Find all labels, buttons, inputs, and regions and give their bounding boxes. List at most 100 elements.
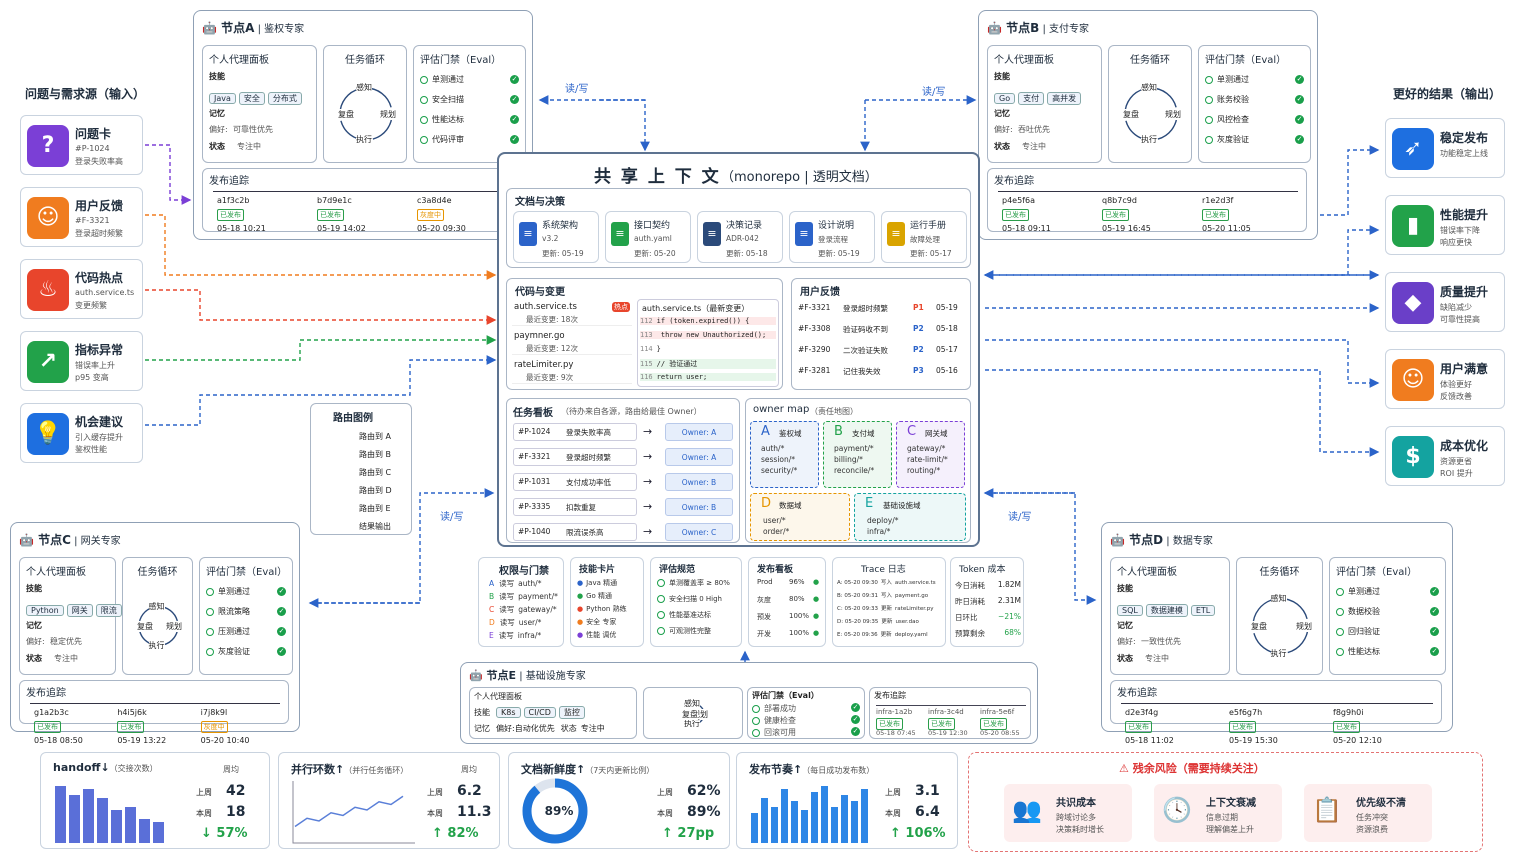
owner-chip: Owner: C — [665, 523, 733, 541]
metric-col: 周均 — [223, 765, 239, 774]
metric-arrow: ↑ — [793, 763, 803, 776]
release-status: 已发布 — [34, 721, 61, 733]
line-code: } — [656, 345, 661, 353]
skills-label: 技能 — [474, 708, 490, 717]
token-value: 68% — [1004, 628, 1021, 637]
evalrule-row: 安全扫描 0 High — [657, 594, 722, 604]
loop-circle-icon — [339, 87, 393, 141]
metric-bar — [821, 786, 828, 843]
skill-card: 技能卡片●Java 精通●Go 精通●Python 熟练●安全 专家●性能 调优 — [570, 557, 644, 647]
release-status: 已发布 — [1125, 721, 1152, 733]
line-no: 115 — [640, 360, 653, 368]
eval-item: 账务校验✓ — [1205, 94, 1304, 105]
robot-icon: 🤖 — [987, 21, 1007, 35]
release-id: c3a8d4e — [417, 196, 452, 205]
check-circle-icon — [1205, 75, 1213, 84]
ok-icon: ✓ — [851, 703, 860, 712]
doc-card[interactable]: ≡设计说明登录流程更新: 05-19 — [789, 211, 875, 263]
output-line2: 反馈改善 — [1440, 392, 1472, 401]
pref-label: 偏好: — [1117, 637, 1136, 646]
status-value: 专注中 — [1145, 654, 1169, 663]
check-circle-icon — [206, 587, 214, 596]
risk-card: 📋优先级不清任务冲突资源浪费 — [1304, 784, 1432, 842]
eval-item: 单测通过✓ — [1205, 74, 1304, 85]
token-label: 日环比 — [955, 613, 978, 622]
trace-file: payment.go — [894, 593, 929, 599]
timeline-line — [998, 191, 1298, 192]
loop-label-plan: 规划 — [166, 621, 182, 632]
perm-mode: 读写 — [498, 631, 514, 640]
node-header: 🤖 节点C | 网关专家 — [19, 531, 121, 548]
output-name: 质量提升 — [1440, 285, 1489, 299]
input-line2: 登录失败率高 — [75, 157, 123, 166]
line-code: // 验证通过 — [656, 360, 698, 368]
metric-sub: （并行任务循环） — [344, 766, 409, 775]
panel-title: 个人代理面板 — [1117, 567, 1177, 578]
token-label: 预算剩余 — [955, 629, 985, 638]
input-line2: 鉴权性能 — [75, 445, 107, 454]
release-status: 已发布 — [980, 718, 1007, 730]
legend-item: 路由到 E — [359, 504, 391, 513]
release-time: 05-20 09:30 — [417, 224, 466, 233]
release-title: 发布追踪 — [26, 688, 66, 699]
skill-tag: 支付 — [1018, 92, 1045, 105]
loop-label-perceive: 感知 — [1270, 592, 1287, 604]
metric-bar — [761, 798, 768, 843]
metric-delta: ↑ 82% — [432, 826, 479, 841]
perm-node: B — [489, 592, 495, 601]
pref-label: 偏好: — [209, 125, 228, 134]
loop-label-review: 复盘 — [338, 109, 354, 120]
doc-icon: ≡ — [611, 222, 629, 246]
skills-label: 技能 — [1117, 584, 1133, 593]
doc-card[interactable]: ≡运行手册故障处理更新: 05-17 — [881, 211, 967, 263]
smile-icon: ☺ — [1392, 359, 1434, 401]
arrow-right-icon: → — [643, 525, 653, 538]
skillcard-row: ●安全 专家 — [577, 617, 616, 627]
loop-label-plan: 规划 — [380, 109, 396, 120]
input-card[interactable]: 💡机会建议引入缓存提升鉴权性能 — [20, 403, 143, 463]
metric-v1: 6.2 — [457, 783, 482, 799]
release-id: d2e3f4g — [1125, 708, 1159, 717]
skill-tag: SQL — [1117, 605, 1143, 616]
memory-label: 记忆 — [994, 109, 1010, 118]
loop-label-perceive: 感知 — [684, 698, 700, 709]
file-name: rateLimiter.py — [514, 360, 574, 370]
robot-icon: 🤖 — [19, 533, 39, 547]
token-title: Token 成本 — [959, 565, 1006, 575]
doc-question-icon: 📋 — [1312, 796, 1342, 824]
input-name: 机会建议 — [75, 415, 124, 429]
loop-circle-icon — [1124, 87, 1178, 141]
release-time: 05-19 13:22 — [117, 736, 167, 745]
release-time: 05-18 08:50 — [34, 736, 83, 745]
output-card: ☺用户满意体验更好反馈改善 — [1385, 349, 1505, 409]
node-header: 🤖 节点B | 支付专家 — [987, 19, 1089, 36]
fb-id: #F-3321 — [798, 303, 831, 312]
shared-context-title: 共 享 上 下 文 — [594, 167, 721, 187]
